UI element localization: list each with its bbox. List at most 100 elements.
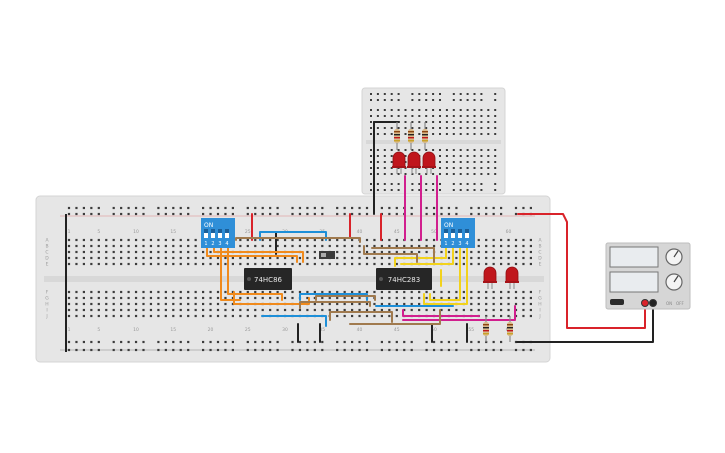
breadboard-hole[interactable] xyxy=(452,109,455,111)
breadboard-hole[interactable] xyxy=(336,244,339,248)
breadboard-hole[interactable] xyxy=(254,262,257,266)
breadboard-hole[interactable] xyxy=(142,302,145,306)
rail-hole[interactable] xyxy=(425,212,428,216)
breadboard-hole[interactable] xyxy=(529,262,532,266)
breadboard-hole[interactable] xyxy=(418,149,421,151)
breadboard-hole[interactable] xyxy=(261,296,264,300)
rail-hole[interactable] xyxy=(410,348,413,352)
breadboard-hole[interactable] xyxy=(395,244,398,248)
rail-hole[interactable] xyxy=(164,206,167,210)
breadboard-hole[interactable] xyxy=(403,308,406,312)
rail-hole[interactable] xyxy=(209,348,212,352)
breadboard-hole[interactable] xyxy=(358,256,361,260)
breadboard-hole[interactable] xyxy=(164,262,167,266)
breadboard-hole[interactable] xyxy=(127,256,130,260)
breadboard-hole[interactable] xyxy=(157,250,160,254)
breadboard-hole[interactable] xyxy=(105,250,108,254)
breadboard-hole[interactable] xyxy=(134,262,138,266)
breadboard-hole[interactable] xyxy=(432,244,436,248)
rail-hole[interactable] xyxy=(529,206,532,210)
breadboard-hole[interactable] xyxy=(351,296,354,300)
dip-toggle[interactable] xyxy=(211,229,215,238)
breadboard-hole[interactable] xyxy=(328,262,331,266)
breadboard-hole[interactable] xyxy=(142,262,145,266)
breadboard-hole[interactable] xyxy=(298,290,302,294)
breadboard-hole[interactable] xyxy=(439,183,441,185)
breadboard-hole[interactable] xyxy=(373,250,376,254)
breadboard-hole[interactable] xyxy=(466,115,469,117)
breadboard-hole[interactable] xyxy=(370,161,372,163)
breadboard-hole[interactable] xyxy=(459,115,462,117)
rail-hole[interactable] xyxy=(380,206,383,210)
rail-hole[interactable] xyxy=(172,206,175,210)
breadboard-hole[interactable] xyxy=(477,296,480,300)
breadboard-hole[interactable] xyxy=(388,296,391,300)
dip-toggle[interactable] xyxy=(225,229,229,238)
rail-hole[interactable] xyxy=(365,206,369,210)
breadboard-hole[interactable] xyxy=(473,99,476,101)
breadboard-hole[interactable] xyxy=(494,93,497,95)
breadboard-hole[interactable] xyxy=(404,121,407,123)
rail-hole[interactable] xyxy=(440,348,443,352)
rail-hole[interactable] xyxy=(112,212,115,216)
breadboard-hole[interactable] xyxy=(276,244,279,248)
breadboard-hole[interactable] xyxy=(328,244,331,248)
breadboard-hole[interactable] xyxy=(390,173,393,175)
breadboard-hole[interactable] xyxy=(298,256,302,260)
breadboard-hole[interactable] xyxy=(283,244,287,248)
rail-hole[interactable] xyxy=(336,348,339,352)
rail-hole[interactable] xyxy=(82,340,85,344)
breadboard-hole[interactable] xyxy=(477,262,480,266)
breadboard-hole[interactable] xyxy=(313,244,316,248)
breadboard-hole[interactable] xyxy=(455,262,458,266)
breadboard-hole[interactable] xyxy=(187,314,190,318)
rail-hole[interactable] xyxy=(306,340,309,344)
breadboard-hole[interactable] xyxy=(194,308,197,312)
breadboard-hole[interactable] xyxy=(105,308,108,312)
rail-hole[interactable] xyxy=(380,340,383,344)
breadboard-hole[interactable] xyxy=(522,296,525,300)
breadboard-hole[interactable] xyxy=(142,296,145,300)
rail-hole[interactable] xyxy=(321,340,324,344)
breadboard-hole[interactable] xyxy=(380,302,383,306)
breadboard-hole[interactable] xyxy=(127,302,130,306)
breadboard-hole[interactable] xyxy=(157,314,160,318)
breadboard-hole[interactable] xyxy=(75,238,78,242)
rail-hole[interactable] xyxy=(477,348,480,352)
breadboard-hole[interactable] xyxy=(452,167,455,169)
breadboard-hole[interactable] xyxy=(455,250,458,254)
breadboard-hole[interactable] xyxy=(494,109,497,111)
breadboard-hole[interactable] xyxy=(466,183,469,185)
breadboard-hole[interactable] xyxy=(383,183,386,185)
breadboard-hole[interactable] xyxy=(522,238,525,242)
breadboard-hole[interactable] xyxy=(459,121,462,123)
breadboard-hole[interactable] xyxy=(187,308,190,312)
breadboard-hole[interactable] xyxy=(67,314,71,318)
breadboard-hole[interactable] xyxy=(283,296,287,300)
rail-hole[interactable] xyxy=(134,206,138,210)
breadboard-hole[interactable] xyxy=(404,155,407,157)
breadboard-hole[interactable] xyxy=(172,314,175,318)
breadboard-hole[interactable] xyxy=(134,250,138,254)
breadboard-hole[interactable] xyxy=(261,290,264,294)
rail-hole[interactable] xyxy=(358,348,361,352)
rail-hole[interactable] xyxy=(202,212,205,216)
breadboard-hole[interactable] xyxy=(455,290,458,294)
rail-hole[interactable] xyxy=(425,206,428,210)
breadboard-hole[interactable] xyxy=(370,189,372,191)
breadboard-hole[interactable] xyxy=(390,167,393,169)
breadboard-hole[interactable] xyxy=(411,93,414,95)
rail-hole[interactable] xyxy=(492,340,495,344)
rail-hole[interactable] xyxy=(470,340,473,344)
breadboard-hole[interactable] xyxy=(411,109,414,111)
breadboard-hole[interactable] xyxy=(418,296,421,300)
breadboard-hole[interactable] xyxy=(452,173,455,175)
breadboard-hole[interactable] xyxy=(376,127,379,129)
breadboard-hole[interactable] xyxy=(383,149,386,151)
breadboard-hole[interactable] xyxy=(164,250,167,254)
breadboard-hole[interactable] xyxy=(376,115,379,117)
breadboard-hole[interactable] xyxy=(209,296,212,300)
breadboard-hole[interactable] xyxy=(82,308,85,312)
breadboard-hole[interactable] xyxy=(134,314,138,318)
breadboard-hole[interactable] xyxy=(418,238,421,242)
